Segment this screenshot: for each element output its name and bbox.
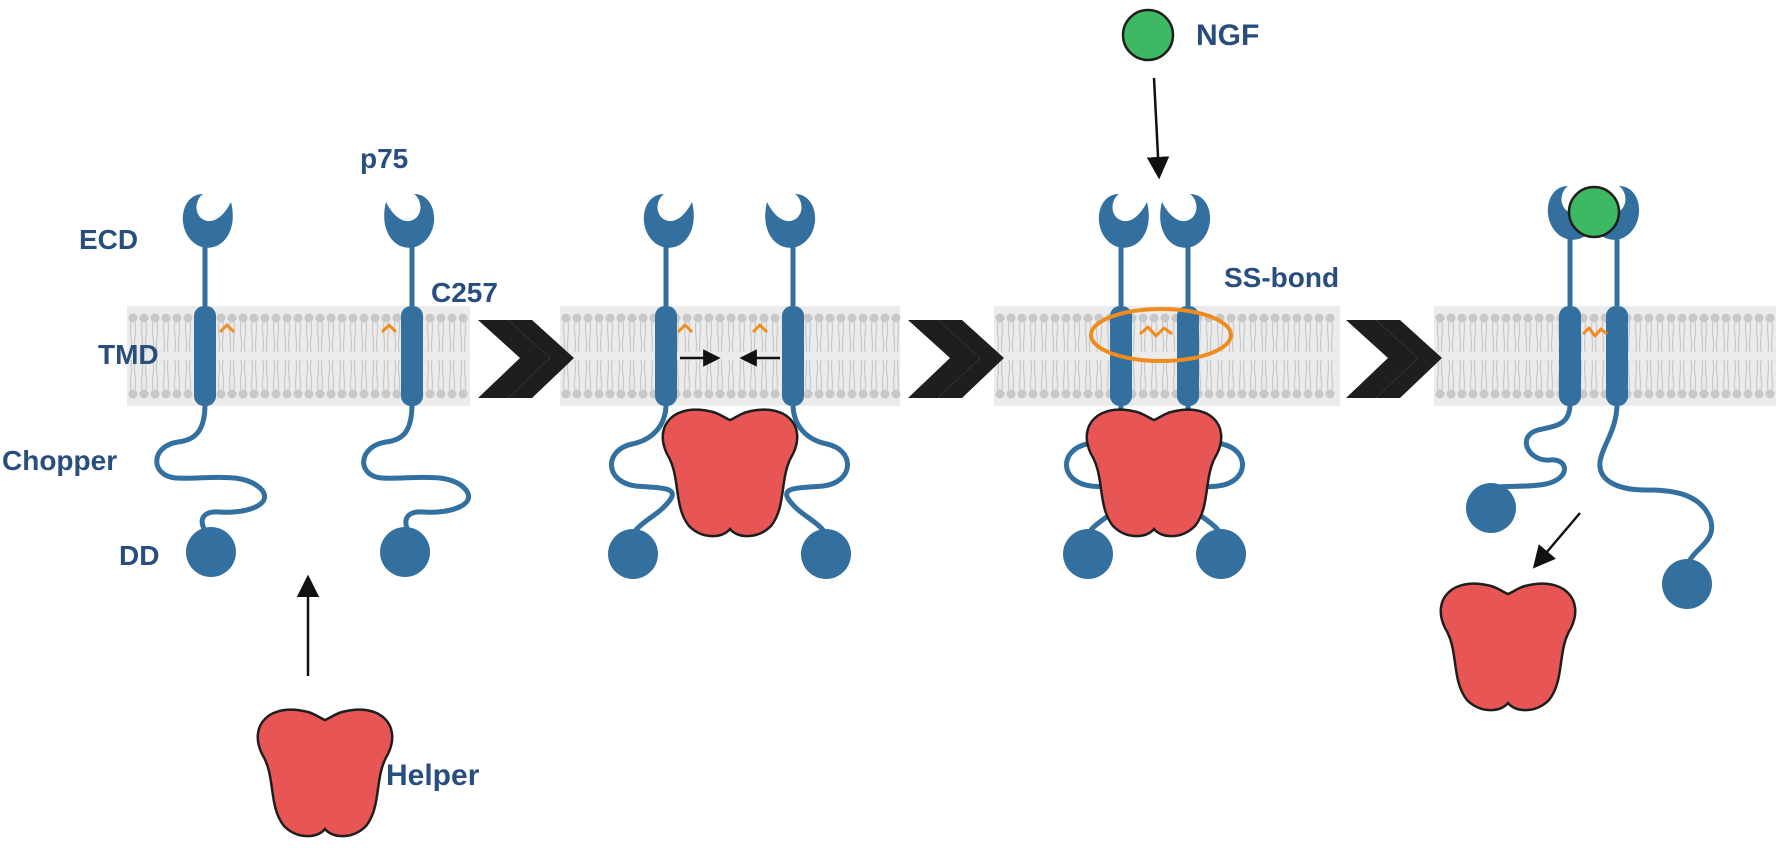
ecd-domain	[384, 194, 435, 248]
step-arrow-3	[1346, 320, 1442, 398]
ecd-domain	[1160, 194, 1211, 248]
label-ecd: ECD	[79, 224, 138, 255]
chopper-domain	[1597, 401, 1715, 585]
transmembrane-domain	[1606, 306, 1628, 406]
label-tmd: TMD	[98, 339, 159, 370]
membrane-segment	[994, 306, 1340, 406]
ecd-domain	[182, 194, 233, 248]
ngf-binding-arrow	[1146, 77, 1170, 180]
label-ss-bond: SS-bond	[1224, 262, 1339, 293]
ngf-ligand-free	[1121, 8, 1175, 62]
membrane-segment	[1434, 306, 1776, 406]
chopper-domain	[609, 401, 675, 533]
ss-bond-zigzag	[1581, 326, 1608, 338]
label-p75: p75	[360, 143, 408, 174]
chopper-domain	[154, 401, 267, 539]
transmembrane-domain	[1177, 306, 1199, 406]
ss-bond-ellipse	[1089, 307, 1233, 363]
death-domain	[1063, 529, 1113, 579]
bound-helper-protein	[1085, 408, 1223, 538]
label-ngf: NGF	[1196, 19, 1259, 52]
ecd-domain	[765, 194, 816, 248]
label-dd: DD	[119, 540, 159, 571]
step-arrow-2	[908, 320, 1004, 398]
transmembrane-domain	[194, 306, 216, 406]
p75-receptor	[608, 194, 694, 579]
death-domain	[1466, 483, 1516, 533]
membrane-segment	[560, 306, 901, 406]
ecd-domain	[643, 194, 694, 248]
chopper-domain	[361, 401, 471, 539]
helper-release-arrow	[1532, 512, 1581, 569]
death-domain	[186, 527, 236, 577]
bound-helper-protein	[661, 408, 799, 538]
cysteine-c257	[676, 323, 694, 334]
death-domain	[608, 529, 658, 579]
ecd-domain	[1098, 194, 1149, 248]
death-domain	[1196, 529, 1246, 579]
death-domain	[801, 529, 851, 579]
death-domain	[380, 527, 430, 577]
step-arrow-1	[478, 320, 574, 398]
chopper-domain	[784, 401, 850, 533]
p75-receptor	[751, 194, 851, 579]
released-helper-protein	[1439, 582, 1577, 712]
transmembrane-domain	[782, 306, 804, 406]
label-helper: Helper	[386, 759, 480, 792]
transmembrane-domain	[655, 306, 677, 406]
cysteine-c257	[380, 323, 398, 334]
transmembrane-domain	[401, 306, 423, 406]
p75-receptor	[154, 194, 267, 577]
ss-bond-zigzag	[1139, 325, 1173, 338]
p75-receptor	[1589, 186, 1715, 609]
ngf-ligand-bound	[1567, 185, 1621, 239]
label-c257: C257	[431, 277, 498, 308]
death-domain	[1662, 559, 1712, 609]
helper-protein	[256, 708, 394, 838]
cysteine-c257	[751, 323, 769, 334]
transmembrane-domain	[1559, 306, 1581, 406]
label-chopper: Chopper	[2, 445, 117, 476]
p75-receptor	[1160, 194, 1246, 579]
p75-receptor	[361, 194, 471, 577]
cysteine-c257	[218, 323, 236, 334]
